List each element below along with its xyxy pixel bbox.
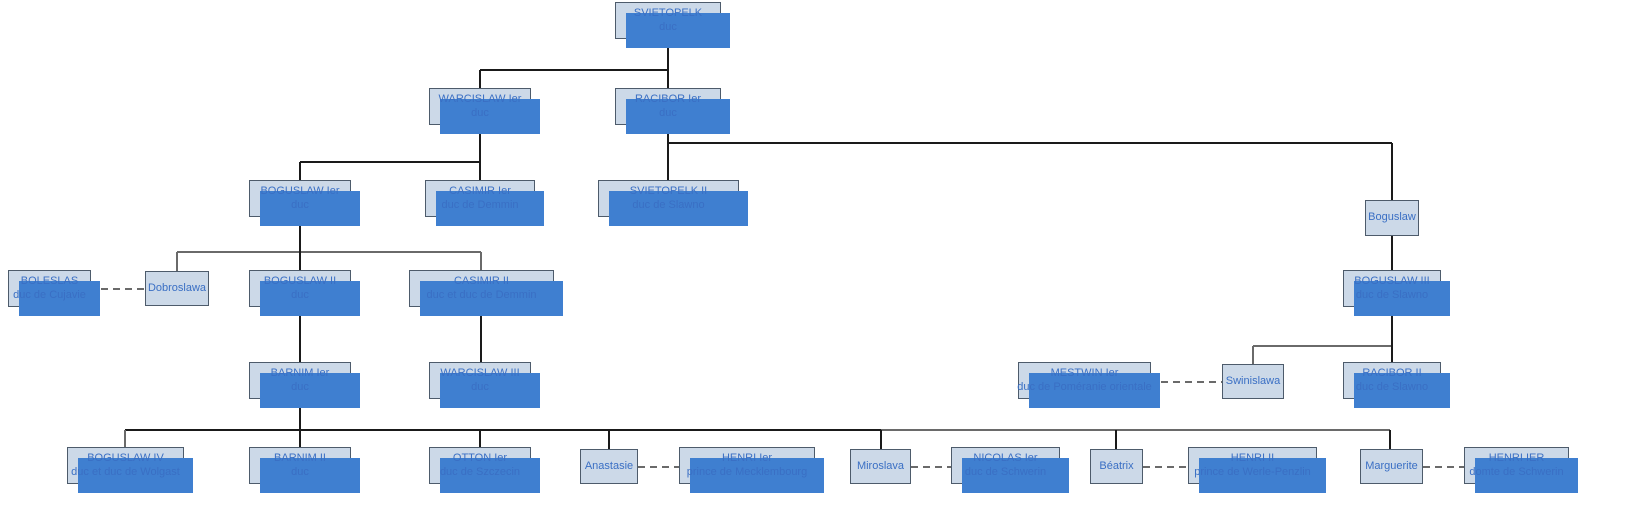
node-barnim-ier[interactable]: BARNIM Ier duc: [249, 362, 360, 408]
node-name: Dobroslawa: [147, 281, 207, 294]
edge-svietopelk-children: [479, 39, 669, 88]
node-title: duc: [659, 106, 677, 119]
node-svietopelk-ii[interactable]: SVIETOPELK II duc de Slawno: [598, 180, 748, 226]
node-name: BOGUSLAW II: [263, 274, 337, 287]
node-name: BOGUSLAW IV: [87, 451, 164, 464]
node-title: duc de Slawno: [1355, 380, 1429, 393]
node-title: duc de Poméranie orientale: [1017, 380, 1152, 393]
node-name: HENRI Ier: [721, 451, 773, 464]
node-name: Marguerite: [1365, 459, 1418, 472]
node-name: BOLESLAS: [20, 274, 79, 287]
node-svietopelk[interactable]: SVIETOPELK duc: [615, 2, 730, 48]
node-name: WARCISLAW III: [440, 366, 520, 379]
node-racibor-ier[interactable]: RACIBOR Ier duc: [615, 88, 730, 134]
node-title: duc: [471, 106, 489, 119]
node-barnim-ii[interactable]: BARNIM II duc: [249, 447, 360, 493]
node-anastasie[interactable]: Anastasie: [580, 449, 638, 484]
edge-racibor1-children: [667, 125, 1393, 200]
node-name: RACIBOR Ier: [634, 92, 701, 105]
node-title: prince de Mecklembourg: [686, 465, 808, 478]
node-swinislawa[interactable]: Swinislawa: [1222, 364, 1284, 399]
node-boguslaw-iv[interactable]: BOGUSLAW IV duc et duc de Wolgast: [67, 447, 193, 493]
node-boguslaw-ier[interactable]: BOGUSLAW Ier duc: [249, 180, 360, 226]
node-name: SVIETOPELK: [633, 6, 703, 19]
node-title: duc de Cujavie: [13, 288, 86, 301]
node-title: duc de Demmin: [441, 198, 519, 211]
node-title: duc: [291, 380, 309, 393]
node-name: BARNIM II: [274, 451, 326, 464]
node-title: prince de Werle-Penzlin: [1194, 465, 1311, 478]
node-warcislaw-iii[interactable]: WARCISLAW III duc: [429, 362, 540, 408]
node-otton-ier[interactable]: OTTON Ier duc de Szczecin: [429, 447, 540, 493]
node-title: duc de Slawno: [1355, 288, 1429, 301]
node-nicolas-ier[interactable]: NICOLAS Ier duc de Schwerin: [951, 447, 1069, 493]
edge-warcislaw1-children: [299, 125, 481, 180]
node-title: domte de Schwerin: [1469, 465, 1564, 478]
node-name: CASIMIR II: [453, 274, 509, 287]
node-name: Swinislawa: [1225, 374, 1281, 387]
node-name: Boguslaw: [1368, 211, 1416, 224]
node-henri-ier-mecklembourg[interactable]: HENRI Ier prince de Mecklembourg: [679, 447, 824, 493]
node-name: BARNIM Ier: [270, 366, 330, 379]
node-name: RACIBOR II: [1362, 366, 1422, 379]
node-name: NICOLAS Ier: [973, 451, 1038, 464]
marriage-connectors: [101, 288, 1464, 468]
node-title: duc de Szczecin: [439, 465, 521, 478]
node-name: BOGUSLAW Ier: [260, 184, 340, 197]
node-name: HENRI IER: [1488, 451, 1545, 464]
node-name: Miroslava: [856, 459, 905, 472]
node-name: WARCISLAW Ier: [438, 92, 522, 105]
node-name: SVIETOPELK II: [629, 184, 708, 197]
node-title: duc de Schwerin: [964, 465, 1047, 478]
node-boguslaw-spouse[interactable]: Boguslaw: [1365, 200, 1419, 236]
node-title: duc et duc de Wolgast: [71, 465, 180, 478]
node-miroslava[interactable]: Miroslava: [850, 449, 911, 484]
node-name: Anastasie: [584, 459, 634, 472]
node-henri-ier-schwerin[interactable]: HENRI IER domte de Schwerin: [1464, 447, 1578, 493]
node-boleslas[interactable]: BOLESLAS duc de Cujavie: [8, 270, 100, 316]
node-casimir-ii[interactable]: CASIMIR II duc et duc de Demmin: [409, 270, 563, 316]
node-racibor-ii[interactable]: RACIBOR II duc de Slawno: [1343, 362, 1450, 408]
node-dobroslawa[interactable]: Dobroslawa: [145, 271, 209, 306]
node-title: duc de Slawno: [632, 198, 705, 211]
node-name: BOGUSLAW III: [1354, 274, 1430, 287]
node-casimir-ier[interactable]: CASIMIR Ier duc de Demmin: [425, 180, 544, 226]
node-title: duc: [291, 465, 309, 478]
node-title: duc: [291, 198, 309, 211]
node-title: duc: [659, 20, 677, 33]
node-warcislaw-ier[interactable]: WARCISLAW Ier duc: [429, 88, 540, 134]
node-boguslaw-ii[interactable]: BOGUSLAW II duc: [249, 270, 360, 316]
node-title: duc: [471, 380, 489, 393]
node-title: duc: [291, 288, 309, 301]
node-name: HENRI II: [1230, 451, 1275, 464]
node-name: OTTON Ier: [452, 451, 508, 464]
node-name: MESTWIN Ier: [1050, 366, 1119, 379]
node-marguerite[interactable]: Marguerite: [1360, 449, 1423, 484]
node-mestwin-ier[interactable]: MESTWIN Ier duc de Poméranie orientale: [1017, 362, 1160, 408]
node-boguslaw-iii[interactable]: BOGUSLAW III duc de Slawno: [1343, 270, 1450, 316]
node-henri-ii-werle-penzlin[interactable]: HENRI II prince de Werle-Penzlin: [1188, 447, 1326, 493]
node-name: Béatrix: [1099, 459, 1134, 472]
node-beatrix[interactable]: Béatrix: [1090, 449, 1143, 484]
node-title: duc et duc de Demmin: [426, 288, 537, 301]
node-name: CASIMIR Ier: [449, 184, 511, 197]
